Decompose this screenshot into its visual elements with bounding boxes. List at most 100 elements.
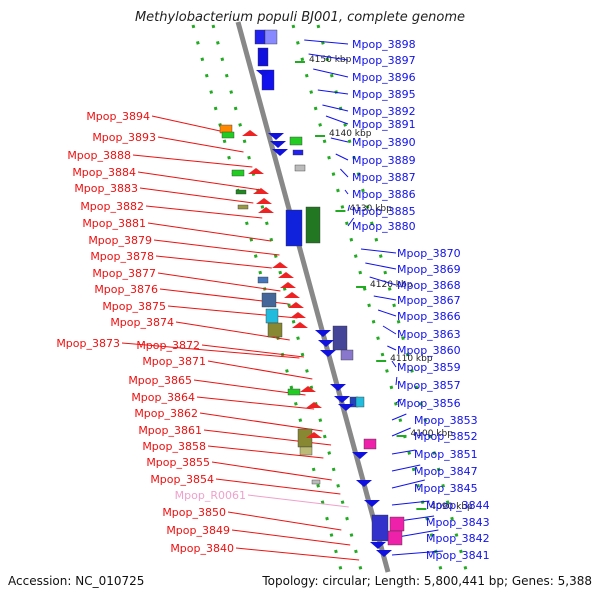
red-gene-arrow[interactable]: [292, 322, 308, 328]
gene-block[interactable]: [389, 516, 405, 532]
gene-block[interactable]: [355, 396, 365, 408]
right-gene-label[interactable]: Mpop_3866: [397, 310, 461, 323]
right-gene-label[interactable]: Mpop_3863: [397, 328, 461, 341]
gene-block[interactable]: [340, 349, 354, 361]
right-gene-label[interactable]: Mpop_3867: [397, 294, 461, 307]
gene-block[interactable]: [264, 29, 278, 45]
left-gene-label[interactable]: Mpop_3858: [142, 440, 206, 453]
red-gene-arrow[interactable]: [288, 302, 304, 308]
right-gene-label[interactable]: Mpop_3857: [397, 379, 461, 392]
right-gene-label[interactable]: Mpop_3841: [426, 549, 490, 562]
right-gene-label[interactable]: Mpop_3847: [414, 465, 478, 478]
gene-block[interactable]: [287, 388, 301, 396]
gene-block[interactable]: [254, 29, 266, 45]
right-gene-label[interactable]: Mpop_3868: [397, 279, 461, 292]
right-gene-label[interactable]: Mpop_3885: [352, 205, 416, 218]
right-gene-label[interactable]: Mpop_3851: [414, 448, 478, 461]
blue-gene-arrow[interactable]: [268, 133, 284, 140]
left-gene-label[interactable]: Mpop_3872: [136, 339, 200, 352]
blue-gene-arrow[interactable]: [318, 340, 334, 347]
blue-gene-arrow[interactable]: [364, 500, 380, 507]
right-gene-label[interactable]: Mpop_3889: [352, 154, 416, 167]
blue-gene-arrow[interactable]: [256, 70, 272, 77]
right-gene-label[interactable]: Mpop_3892: [352, 105, 416, 118]
left-gene-label[interactable]: Mpop_3855: [146, 456, 210, 469]
gene-block[interactable]: [257, 276, 269, 284]
left-gene-label[interactable]: Mpop_3865: [128, 374, 192, 387]
blue-gene-arrow[interactable]: [338, 404, 354, 411]
right-gene-label[interactable]: Mpop_3896: [352, 71, 416, 84]
right-gene-label[interactable]: Mpop_3853: [414, 414, 478, 427]
left-gene-label[interactable]: Mpop_3888: [67, 149, 131, 162]
blue-gene-arrow[interactable]: [330, 384, 346, 391]
left-gene-label[interactable]: Mpop_3874: [110, 316, 174, 329]
right-gene-label[interactable]: Mpop_3890: [352, 136, 416, 149]
red-gene-arrow[interactable]: [256, 198, 272, 204]
right-gene-label[interactable]: Mpop_3860: [397, 344, 461, 357]
red-gene-arrow[interactable]: [278, 272, 294, 278]
blue-gene-arrow[interactable]: [370, 542, 386, 549]
right-gene-label[interactable]: Mpop_3870: [397, 247, 461, 260]
gene-block[interactable]: [305, 206, 321, 244]
gene-block[interactable]: [231, 169, 245, 177]
left-gene-label[interactable]: Mpop_3840: [170, 542, 234, 555]
gene-block[interactable]: [221, 131, 235, 139]
red-gene-arrow[interactable]: [272, 262, 288, 268]
right-gene-label[interactable]: Mpop_3897: [352, 54, 416, 67]
left-gene-label[interactable]: Mpop_3893: [92, 131, 156, 144]
gene-block[interactable]: [257, 47, 269, 67]
right-gene-label[interactable]: Mpop_3859: [397, 361, 461, 374]
left-gene-label[interactable]: Mpop_3875: [102, 300, 166, 313]
blue-gene-arrow[interactable]: [315, 330, 331, 337]
gene-block[interactable]: [292, 149, 304, 156]
left-gene-label[interactable]: Mpop_3879: [88, 234, 152, 247]
right-gene-label[interactable]: Mpop_3852: [414, 430, 478, 443]
right-gene-label[interactable]: Mpop_3891: [352, 118, 416, 131]
red-gene-arrow[interactable]: [306, 432, 322, 438]
right-gene-label[interactable]: Mpop_3845: [414, 482, 478, 495]
red-gene-arrow[interactable]: [280, 282, 296, 288]
red-gene-arrow[interactable]: [258, 207, 274, 213]
gene-block[interactable]: [265, 308, 279, 324]
right-gene-label[interactable]: Mpop_3895: [352, 88, 416, 101]
right-gene-label[interactable]: Mpop_3842: [426, 532, 490, 545]
left-gene-label[interactable]: Mpop_3854: [150, 473, 214, 486]
left-gene-label[interactable]: Mpop_3877: [92, 267, 156, 280]
red-gene-arrow[interactable]: [300, 386, 316, 392]
gene-block[interactable]: [387, 530, 403, 546]
gene-block[interactable]: [261, 292, 277, 308]
right-gene-label[interactable]: Mpop_3844: [426, 499, 490, 512]
blue-gene-arrow[interactable]: [320, 350, 336, 357]
gene-block[interactable]: [294, 164, 306, 172]
left-gene-label[interactable]: Mpop_3882: [80, 200, 144, 213]
left-gene-label[interactable]: Mpop_3849: [166, 524, 230, 537]
left-gene-label[interactable]: Mpop_3881: [82, 217, 146, 230]
right-gene-label[interactable]: Mpop_3887: [352, 171, 416, 184]
red-gene-arrow[interactable]: [242, 130, 258, 136]
right-gene-label[interactable]: Mpop_3869: [397, 263, 461, 276]
right-gene-label[interactable]: Mpop_3880: [352, 220, 416, 233]
gene-block[interactable]: [332, 325, 348, 351]
left-gene-label[interactable]: Mpop_3884: [72, 166, 136, 179]
rna-gene-label[interactable]: Mpop_R0061: [175, 489, 246, 502]
left-gene-label[interactable]: Mpop_3878: [90, 250, 154, 263]
right-gene-label[interactable]: Mpop_3843: [426, 516, 490, 529]
left-gene-label[interactable]: Mpop_3862: [134, 407, 198, 420]
left-gene-label[interactable]: Mpop_3883: [74, 182, 138, 195]
left-gene-label[interactable]: Mpop_3864: [131, 391, 195, 404]
left-gene-label[interactable]: Mpop_3861: [138, 424, 202, 437]
gene-block[interactable]: [371, 514, 389, 542]
left-gene-label[interactable]: Mpop_3894: [86, 110, 150, 123]
gene-block[interactable]: [237, 204, 249, 210]
left-gene-label[interactable]: Mpop_3871: [142, 355, 206, 368]
gene-block[interactable]: [235, 189, 247, 195]
gene-block[interactable]: [363, 438, 377, 450]
gene-block[interactable]: [285, 209, 303, 247]
red-gene-arrow[interactable]: [284, 292, 300, 298]
blue-gene-arrow[interactable]: [356, 480, 372, 487]
blue-gene-arrow[interactable]: [272, 149, 288, 156]
blue-gene-arrow[interactable]: [334, 396, 350, 403]
gene-block[interactable]: [289, 136, 303, 146]
blue-gene-arrow[interactable]: [352, 452, 368, 459]
red-gene-arrow[interactable]: [290, 312, 306, 318]
